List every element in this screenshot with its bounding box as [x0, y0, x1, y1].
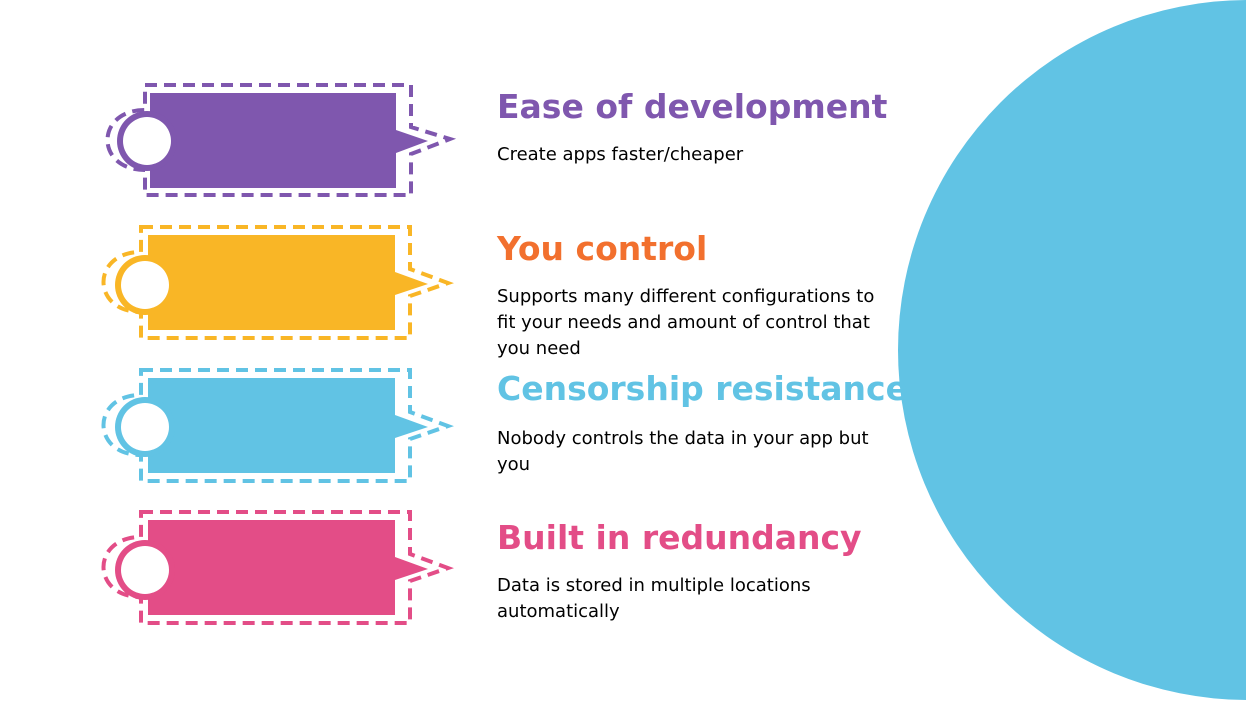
tag-hole-3 — [121, 403, 169, 451]
item-4-title: Built in redundancy — [497, 518, 862, 557]
item-3-description: Nobody controls the data in your app but… — [497, 428, 869, 475]
item-1-title: Ease of development — [497, 87, 888, 126]
item-2-title: You control — [497, 229, 708, 268]
tag-hole-2 — [121, 261, 169, 309]
item-4-description: Data is stored in multiple locations aut… — [497, 575, 811, 622]
tag-graphic-4 — [0, 509, 460, 629]
background-circle — [898, 0, 1246, 700]
item-3-title: Censorship resistance — [497, 369, 908, 408]
tag-graphic-1 — [0, 82, 460, 202]
tag-graphic-2 — [0, 224, 460, 344]
tag-graphic-3 — [0, 367, 460, 487]
item-2-description: Supports many different configurations t… — [497, 286, 875, 359]
item-1-description: Create apps faster/cheaper — [497, 144, 744, 165]
tag-hole-4 — [121, 546, 169, 594]
tag-hole-1 — [123, 117, 171, 165]
